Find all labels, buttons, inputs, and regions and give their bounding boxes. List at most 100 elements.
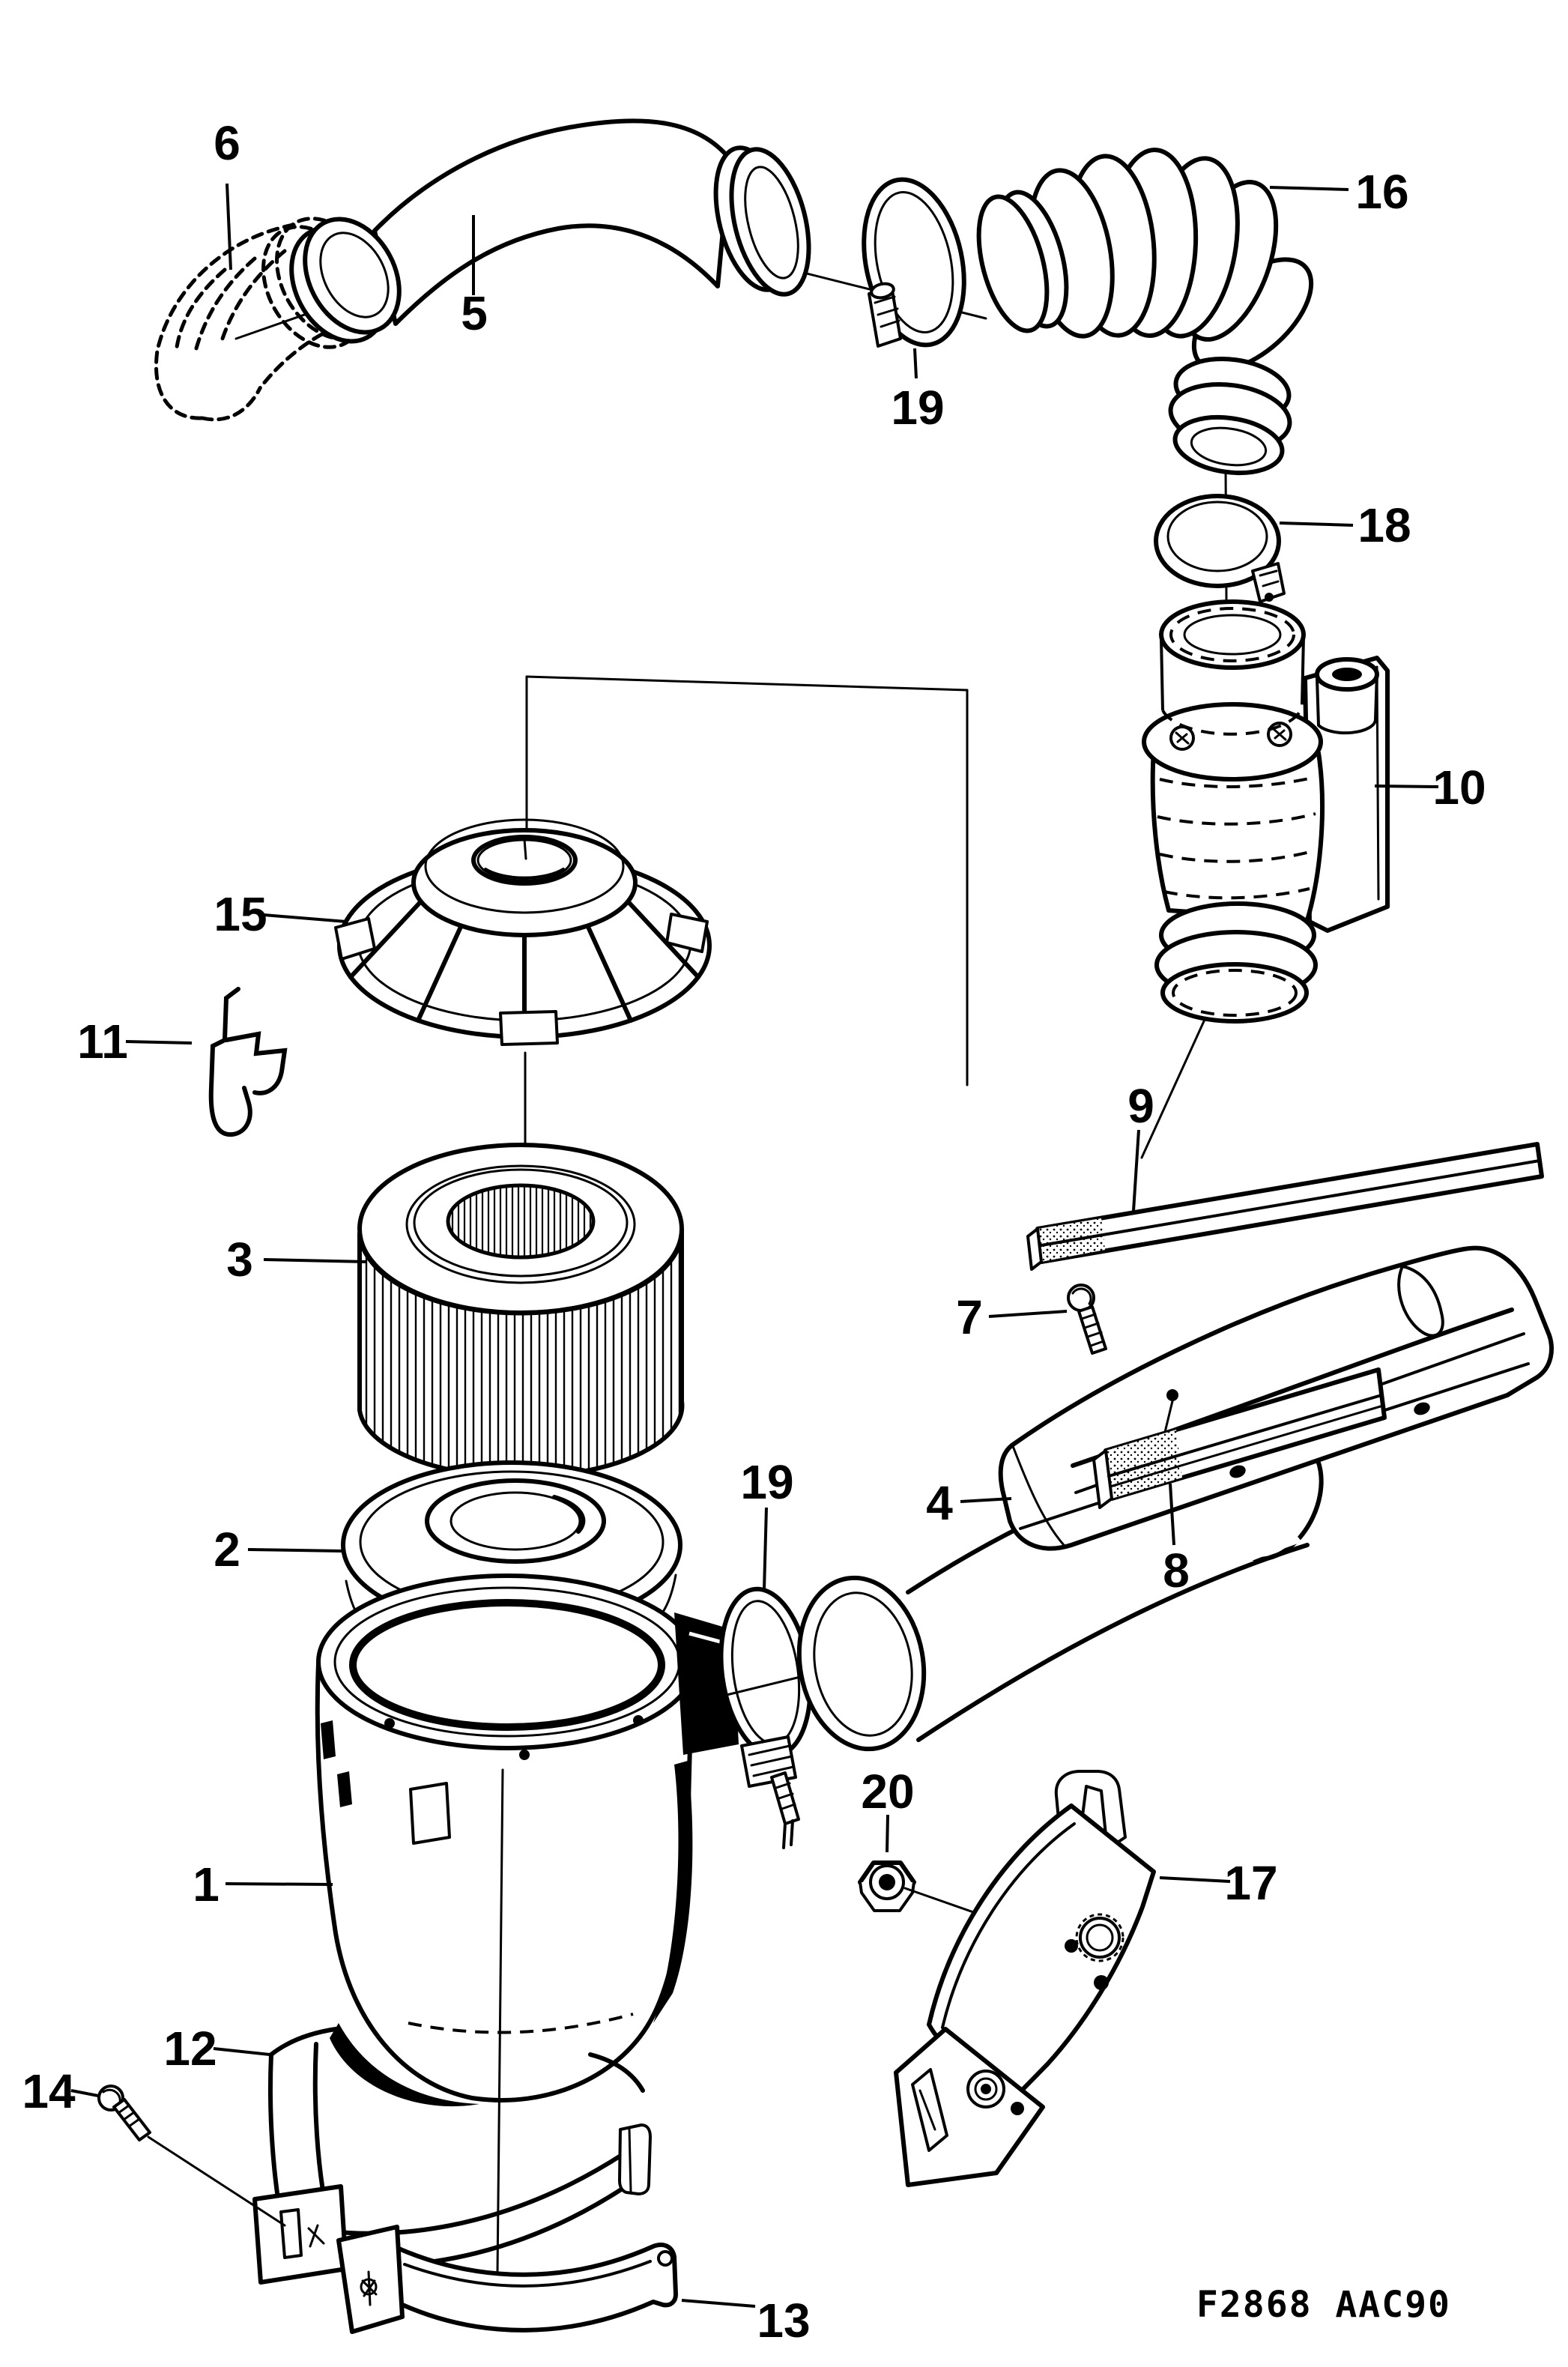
part-number-label: 12	[163, 2022, 217, 2076]
axis-line-meter-down	[1140, 1012, 1209, 1159]
leader-line	[1169, 1483, 1175, 1546]
part-number-label: 6	[214, 116, 240, 170]
callout-4: 4	[926, 1476, 1012, 1530]
leader-line	[125, 1040, 193, 1045]
strap-band	[395, 2242, 678, 2333]
part-9-sealing-strip	[1026, 1142, 1544, 1271]
part-17-mounting-bracket	[894, 1770, 1156, 2187]
part-number-label: 18	[1357, 498, 1411, 552]
leader-line	[886, 1814, 889, 1853]
scoop-rivet	[1166, 1389, 1178, 1401]
callout-16: 16	[1269, 165, 1409, 219]
leader-line	[1159, 1876, 1231, 1883]
part-number-label: 15	[214, 887, 267, 941]
filter-core-hole	[446, 1183, 596, 1260]
callout-11: 11	[77, 1015, 193, 1068]
callout-3: 3	[226, 1233, 368, 1287]
part-number-label: 20	[861, 1765, 914, 1819]
callout-18: 18	[1279, 498, 1411, 552]
part-number-label: 19	[740, 1455, 793, 1509]
part-number-label: 19	[891, 381, 944, 435]
part-number-label: 3	[226, 1233, 253, 1287]
axis-into-cover-hole	[523, 838, 527, 860]
callout-13: 13	[681, 2294, 811, 2348]
leader-line	[913, 348, 918, 379]
hose-mouth	[796, 1575, 927, 1752]
callout-19: 19	[740, 1455, 794, 1591]
leader-line	[1132, 1129, 1140, 1212]
part-20-nut	[858, 1860, 916, 1912]
part-16-bellows-elbow-hose	[976, 148, 1314, 476]
part-number-label: 8	[1163, 1544, 1190, 1597]
leader-line	[681, 2299, 756, 2308]
part-14-screw	[97, 2085, 151, 2141]
part-number-label: 16	[1355, 165, 1408, 219]
part-number-label: 5	[461, 286, 488, 340]
cover-tab-front	[499, 1010, 559, 1046]
leader-line	[1269, 186, 1349, 191]
part-1-air-cleaner-housing	[315, 1574, 739, 2275]
leader-line	[247, 1548, 343, 1553]
figure-code: F2868 AAC90	[1196, 2284, 1451, 2326]
callout-8: 8	[1163, 1483, 1190, 1597]
part-3-filter-element	[357, 1143, 685, 1480]
leader-line	[225, 183, 232, 270]
leader-line	[1374, 785, 1439, 788]
callout-7: 7	[956, 1290, 1068, 1344]
part-number-label: 9	[1127, 1079, 1154, 1133]
part-number-label: 11	[77, 1015, 128, 1068]
callout-2: 2	[214, 1523, 343, 1577]
part-11-retaining-clip	[208, 987, 288, 1137]
housing-axis-seam	[496, 1768, 504, 2275]
axis-line-horizontal	[525, 675, 969, 692]
callout-5: 5	[461, 215, 488, 340]
leader-line	[960, 1497, 1012, 1503]
part-5-intake-pipe	[289, 118, 811, 344]
callout-20: 20	[861, 1765, 915, 1853]
callout-14: 14	[22, 2064, 99, 2118]
leader-line	[70, 2089, 99, 2097]
callout-1: 1	[193, 1857, 333, 1911]
leader-line	[988, 1310, 1068, 1318]
part-12-clamp-strap	[252, 2027, 652, 2285]
housing-clip-lug	[409, 1782, 451, 1845]
part-13-lower-strap	[336, 2225, 678, 2334]
part-number-label: 1	[193, 1857, 220, 1911]
cover-tab-left	[334, 917, 376, 961]
callout-10: 10	[1374, 761, 1486, 814]
part-number-label: 13	[757, 2294, 810, 2348]
callout-6: 6	[214, 116, 240, 270]
leader-line	[263, 1258, 368, 1263]
leader-line	[213, 2047, 270, 2056]
part-number-label: 4	[926, 1476, 953, 1530]
part-18-clamp-ring	[1154, 494, 1286, 603]
part-number-label: 14	[22, 2064, 76, 2118]
meter-inlet-mouth	[1159, 599, 1306, 670]
callout-labels: 6 5 19 16 18 10 15 11 3 9 7 4 8 19 2 1 12 14 13 20 17	[22, 116, 1486, 2348]
leader-line	[1279, 522, 1354, 527]
part-19-hose-clamp-top	[862, 177, 966, 348]
leader-line	[763, 1507, 768, 1591]
part-number-label: 7	[956, 1290, 983, 1344]
screw-pointer-line	[147, 2135, 286, 2227]
callout-15: 15	[214, 887, 347, 941]
cover-spokes	[348, 900, 700, 1039]
part-8-sealing-strip	[1092, 1367, 1387, 1509]
part-15-air-cleaner-cover	[334, 818, 712, 1046]
callout-12: 12	[163, 2022, 270, 2076]
callout-19: 19	[891, 348, 945, 435]
cover-tab-right	[665, 913, 709, 953]
scoop-tongue	[1397, 1265, 1444, 1337]
part-number-label: 10	[1432, 761, 1486, 814]
part-number-label: 17	[1224, 1856, 1277, 1910]
strap-hook-end	[618, 2123, 652, 2195]
leader-line	[263, 913, 347, 923]
part-number-label: 2	[214, 1523, 240, 1577]
assembly-axis-lines	[234, 259, 1228, 1159]
part-10-air-mass-meter	[1142, 599, 1390, 1024]
part-19-hose-clamp-middle	[718, 1586, 813, 1849]
part-7-screw	[1067, 1284, 1107, 1355]
callout-17: 17	[1159, 1856, 1278, 1910]
